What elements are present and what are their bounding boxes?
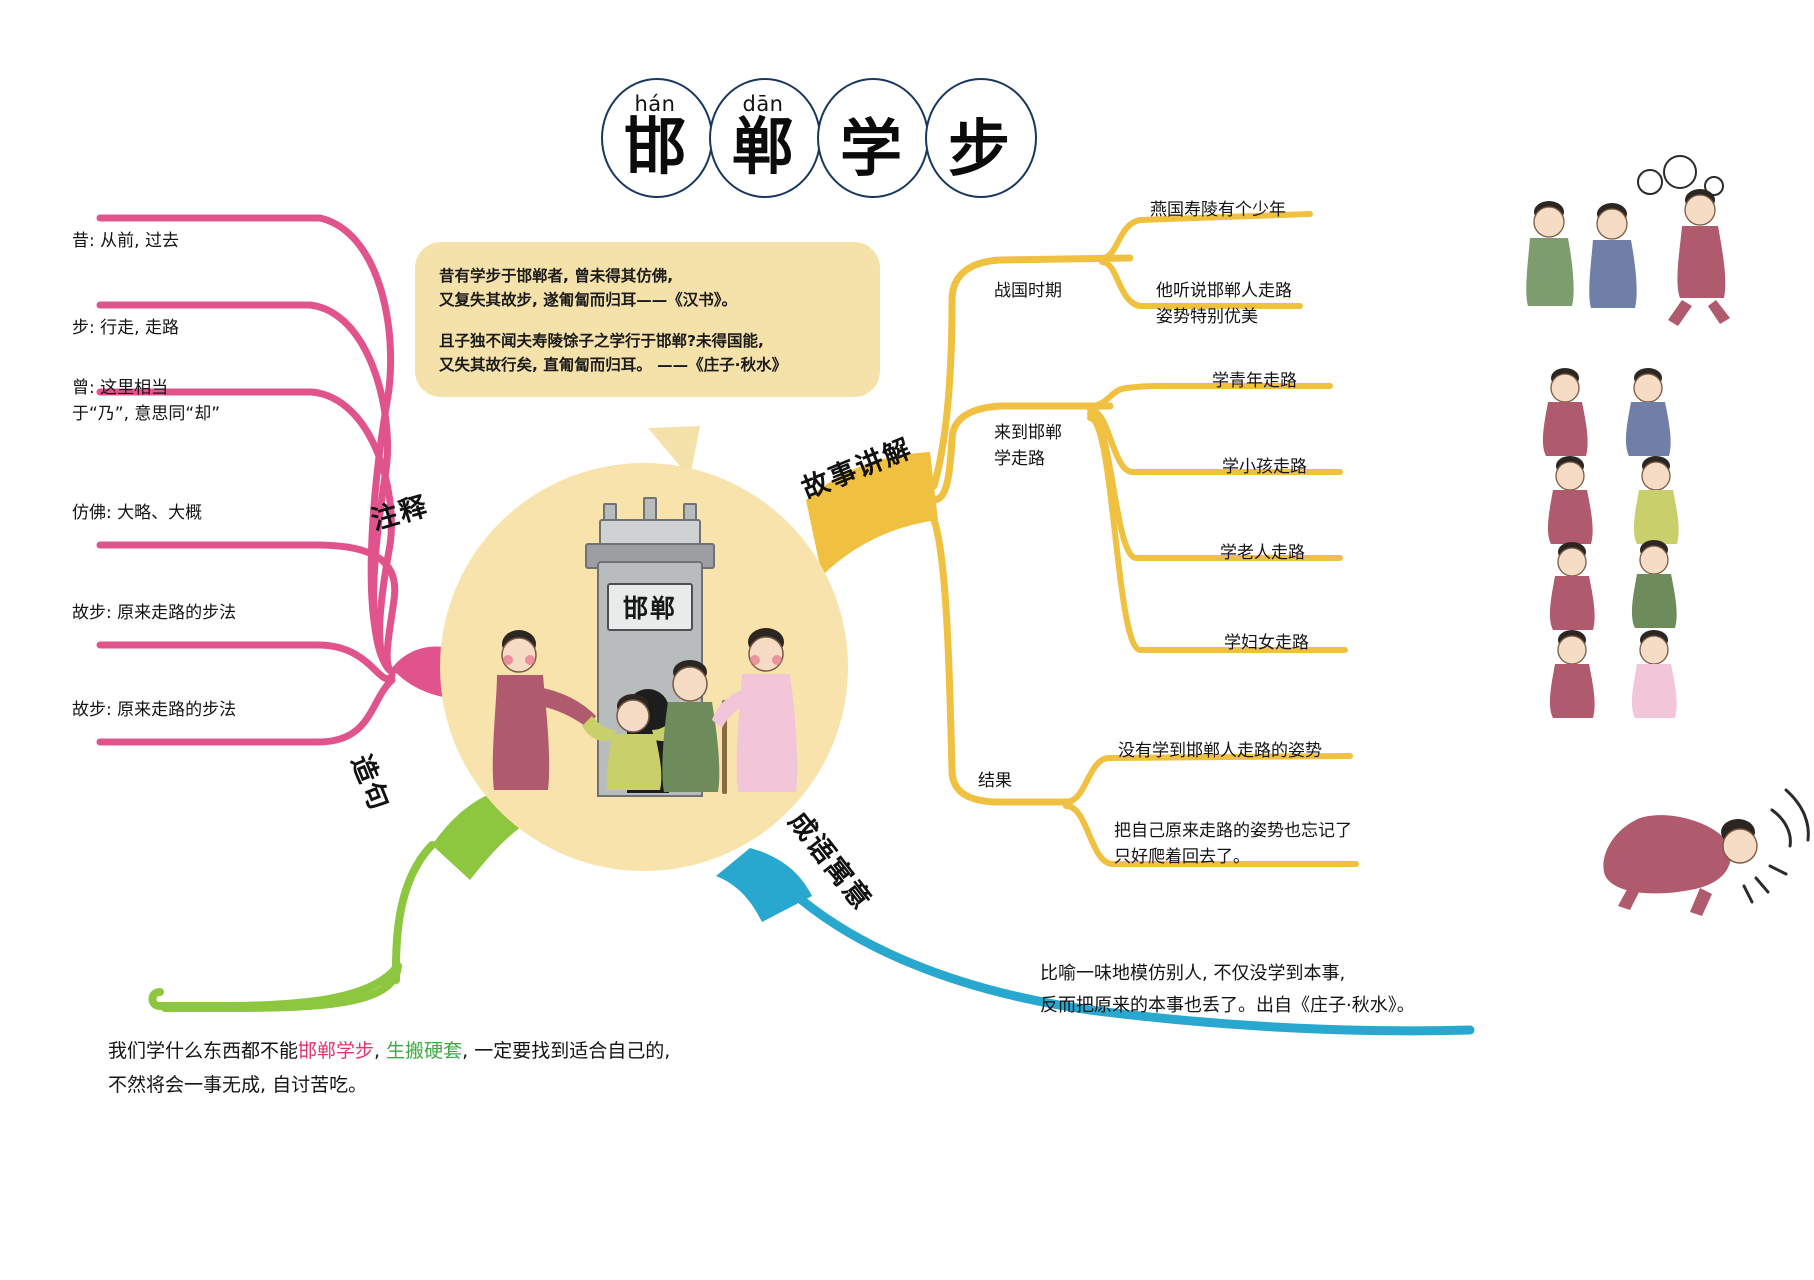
zaoju-prefix: 我们学什么东西都不能 bbox=[108, 1040, 299, 1062]
gushi-group-0-name[interactable]: 战国时期 bbox=[994, 281, 1062, 301]
gushi-group-1-item-0[interactable]: 学青年走路 bbox=[1212, 371, 1297, 391]
title-pinyin-1: dān bbox=[742, 92, 784, 116]
zaoju-mid: , bbox=[374, 1040, 387, 1062]
title-han-1: 郸 bbox=[731, 110, 794, 183]
gushi-group-1-item-1[interactable]: 学小孩走路 bbox=[1222, 457, 1307, 477]
quote-paragraph-2: 且子独不闻夫寿陵馀子之学行于邯郸?未得国能, 又失其故行矣, 直匍匐而归耳。 —… bbox=[439, 332, 788, 374]
gushi-group-0-item-1[interactable]: 他听说邯郸人走路 姿势特别优美 bbox=[1156, 281, 1292, 327]
zhushi-item-3[interactable]: 仿佛: 大略、大概 bbox=[72, 503, 203, 523]
title-han-2: 学 bbox=[839, 112, 902, 185]
quote-paragraph-1: 昔有学步于邯郸者, 曾未得其仿佛, 又复失其故步, 遂匍匐而归耳——《汉书》。 bbox=[439, 267, 738, 309]
gushi-group-2-item-0[interactable]: 没有学到邯郸人走路的姿势 bbox=[1118, 741, 1322, 761]
title-han-3: 步 bbox=[947, 112, 1010, 185]
gushi-group-1-item-2[interactable]: 学老人走路 bbox=[1220, 543, 1305, 563]
title-ring-icon bbox=[709, 78, 821, 198]
illustration-crawling-person bbox=[1603, 788, 1810, 916]
zhushi-item-1[interactable]: 步: 行走, 走路 bbox=[72, 318, 179, 338]
illustration-learn-child bbox=[1547, 456, 1679, 544]
page-title: hán 邯 dān 郸 学 步 bbox=[595, 78, 1037, 198]
zhushi-item-2[interactable]: 曾: 这里相当 于“乃”, 意思同“却” bbox=[72, 378, 221, 424]
title-char-0: hán 邯 bbox=[595, 78, 715, 198]
title-ring-icon bbox=[601, 78, 713, 198]
branch-label-zaoju[interactable]: 造句 bbox=[344, 750, 396, 817]
zhushi-item-5[interactable]: 故步: 原来走路的步法 bbox=[72, 700, 237, 720]
gushi-group-1-name[interactable]: 来到邯郸 学走路 bbox=[994, 423, 1062, 469]
gate-plaque-label: 邯郸 bbox=[607, 583, 693, 631]
handan-gate-illustration: 邯郸 bbox=[583, 497, 715, 797]
chengyu-text[interactable]: 比喻一味地模仿别人, 不仅没学到本事, 反而把原来的本事也丢了。出自《庄子·秋水… bbox=[1040, 963, 1415, 1016]
zaoju-highlight-2: 生搬硬套 bbox=[386, 1040, 463, 1062]
title-char-1: dān 郸 bbox=[703, 78, 823, 198]
title-han-0: 邯 bbox=[623, 110, 686, 183]
quote-bubble: 昔有学步于邯郸者, 曾未得其仿佛, 又复失其故步, 遂匍匐而归耳——《汉书》。 … bbox=[415, 242, 880, 397]
gushi-group-2-item-1[interactable]: 把自己原来走路的姿势也忘记了 只好爬着回去了。 bbox=[1114, 821, 1352, 867]
gushi-group-2-name[interactable]: 结果 bbox=[978, 771, 1012, 791]
zaoju-suffix: , 一定要找到适合自己的, 不然将会一事无成, 自讨苦吃。 bbox=[108, 1040, 671, 1096]
zhushi-item-4[interactable]: 故步: 原来走路的步法 bbox=[72, 603, 237, 623]
illustration-learn-woman bbox=[1549, 630, 1677, 718]
branch-label-chengyu[interactable]: 成语寓意 bbox=[782, 806, 878, 917]
zhushi-item-0[interactable]: 昔: 从前, 过去 bbox=[72, 231, 179, 251]
title-pinyin-0: hán bbox=[634, 92, 676, 116]
illustration-youth-group bbox=[1526, 155, 1730, 326]
illustration-learn-elder bbox=[1549, 540, 1677, 630]
gushi-group-0-item-0[interactable]: 燕国寿陵有个少年 bbox=[1150, 200, 1286, 220]
title-char-3: 步 bbox=[919, 78, 1039, 198]
title-ring-icon bbox=[817, 78, 929, 198]
title-ring-icon bbox=[925, 78, 1037, 198]
zaoju-highlight-1: 邯郸学步 bbox=[298, 1040, 375, 1062]
zaoju-sentence[interactable]: 我们学什么东西都不能邯郸学步, 生搬硬套, 一定要找到适合自己的, 不然将会一事… bbox=[108, 1000, 828, 1102]
illustration-learn-youth bbox=[1542, 368, 1671, 456]
branch-label-gushi[interactable]: 故事讲解 bbox=[797, 433, 917, 506]
title-char-2: 学 bbox=[811, 78, 931, 198]
gushi-group-1-item-3[interactable]: 学妇女走路 bbox=[1224, 633, 1309, 653]
branch-label-zhushi[interactable]: 注释 bbox=[367, 490, 433, 537]
